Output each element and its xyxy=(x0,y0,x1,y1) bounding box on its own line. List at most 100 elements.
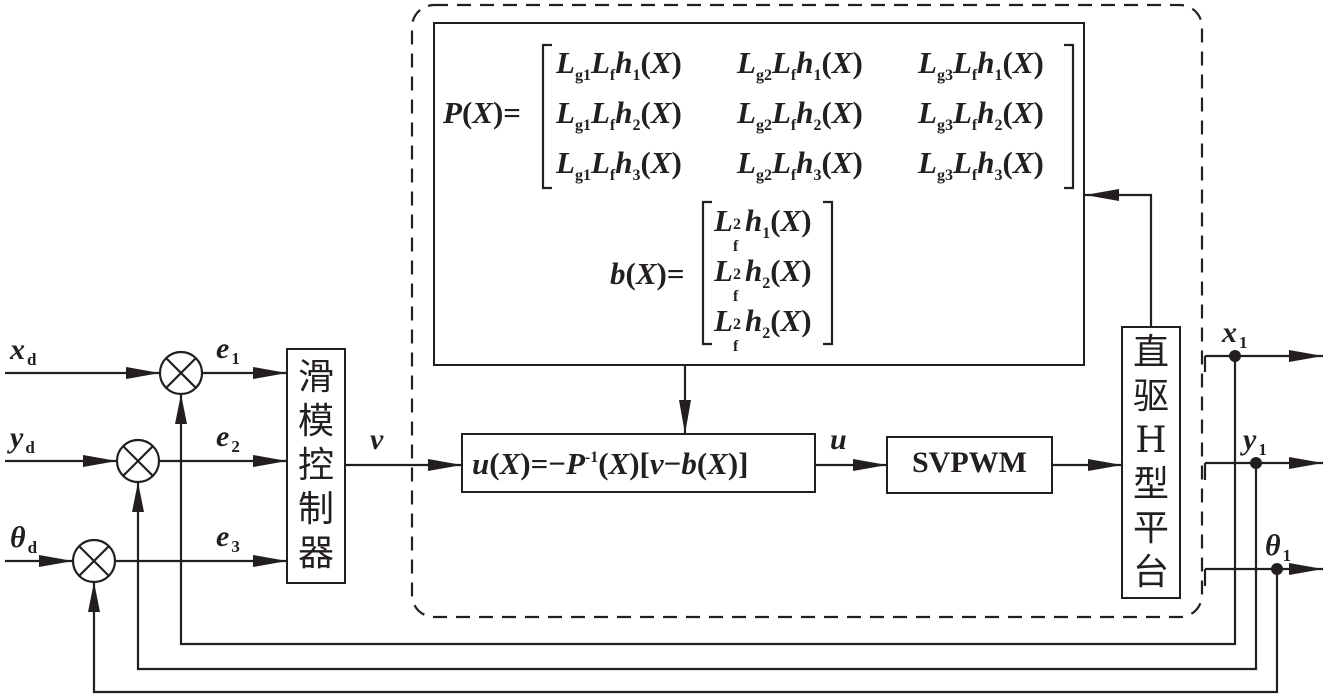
cell-f: f xyxy=(971,117,978,134)
cell-g: g3 xyxy=(936,117,953,134)
law-rb: ] xyxy=(738,446,749,481)
matrix-P-cell: Lg2Lfh1(X) xyxy=(737,45,863,84)
pickoff-y1 xyxy=(1250,457,1262,469)
law-rp: ) xyxy=(629,446,640,481)
cell-h: h xyxy=(615,45,633,80)
cell-h-index: 2 xyxy=(762,325,771,342)
e2-symbol: e xyxy=(216,420,230,453)
law-lp: ( xyxy=(489,446,500,481)
cell-h-index: 1 xyxy=(762,225,771,242)
yd-symbol: y xyxy=(10,421,24,454)
matrix-P-cell: Lg1Lfh3(X) xyxy=(556,145,682,184)
cell-f: f xyxy=(790,67,797,84)
cell-h: h xyxy=(744,253,763,288)
cell-h-index: 2 xyxy=(994,117,1003,134)
cell-L: L xyxy=(771,145,791,180)
cell-L: L xyxy=(952,145,972,180)
law-X: X xyxy=(707,446,728,481)
cell-L: L xyxy=(737,95,756,130)
decoupling-matrix-block[interactable] xyxy=(433,22,1085,366)
thetad-symbol: θ xyxy=(10,521,26,554)
xd-subscript: d xyxy=(27,350,37,369)
matrix-P-cell: Lg3Lfh1(X) xyxy=(918,45,1044,84)
cell-h: h xyxy=(796,95,814,130)
cell-arg: X xyxy=(831,45,853,80)
cell-g: g1 xyxy=(574,67,591,84)
control-law-formula: u(X)=−P-1(X)[v−b(X)] xyxy=(472,448,748,479)
cell-h: h xyxy=(977,45,995,80)
law-minus: − xyxy=(663,446,682,481)
cell-L: L xyxy=(590,45,610,80)
cell-arg: X xyxy=(780,303,802,338)
matrix-P-left-bracket xyxy=(541,43,552,190)
e2-subscript: 2 xyxy=(231,437,240,456)
feedback-x-arrowhead xyxy=(175,394,187,424)
cell-f: f xyxy=(732,238,739,255)
y1-subscript: 1 xyxy=(1258,440,1267,459)
cell-L: L xyxy=(556,95,575,130)
theta1-subscript: 1 xyxy=(1282,546,1292,565)
e3-symbol: e xyxy=(216,520,230,553)
u-label: u xyxy=(830,423,847,456)
cell-h: h xyxy=(744,303,763,338)
cell-f: f xyxy=(790,167,797,184)
cell-f: f xyxy=(732,338,739,355)
law-lp: ( xyxy=(696,446,708,481)
matrix-P-cell: Lg1Lfh1(X) xyxy=(556,45,682,84)
feedback-theta-arrowhead xyxy=(88,582,100,612)
sliding-mode-controller-label-wrap: 滑模控制器 xyxy=(286,348,346,584)
h-platform-block[interactable] xyxy=(1121,326,1181,599)
cell-h-index: 3 xyxy=(632,167,641,184)
h-platform-label: 直驱H型平台 xyxy=(1132,331,1169,593)
cell-power: 2 xyxy=(732,266,741,283)
cell-L: L xyxy=(590,145,610,180)
svpwm-block[interactable] xyxy=(886,436,1053,494)
cell-g: g2 xyxy=(755,117,772,134)
cell-arg: X xyxy=(650,45,672,80)
cell-h-index: 2 xyxy=(762,275,771,292)
cell-f: f xyxy=(732,288,739,305)
law-inverse: -1 xyxy=(584,449,599,466)
yd-subscript: d xyxy=(25,438,35,457)
dashed-group-border xyxy=(410,3,1204,619)
cell-g: g3 xyxy=(936,67,953,84)
cell-arg: X xyxy=(1012,45,1034,80)
matrix-P-lhs: P(X)= xyxy=(443,95,521,130)
feedback-x xyxy=(179,356,1237,646)
x1-subscript: 1 xyxy=(1239,333,1248,352)
cell-g: g2 xyxy=(755,167,772,184)
vector-b-eq: = xyxy=(666,256,685,291)
cell-h: h xyxy=(615,145,633,180)
control-law-block[interactable] xyxy=(461,433,816,493)
matrix-P-arg: X xyxy=(472,95,493,130)
cell-h: h xyxy=(615,95,633,130)
platform-to-matrix-line xyxy=(1085,189,1153,326)
cell-arg: X xyxy=(1012,145,1034,180)
cell-f: f xyxy=(609,167,616,184)
cell-h: h xyxy=(796,145,814,180)
cell-h: h xyxy=(744,203,763,238)
cell-h-index: 1 xyxy=(632,67,641,84)
vector-b-symbol: b xyxy=(610,256,626,291)
matrix-P-eq: = xyxy=(503,95,521,130)
cell-L: L xyxy=(952,95,972,130)
cell-arg: X xyxy=(650,145,672,180)
thetad-subscript: d xyxy=(27,538,38,557)
cell-arg: X xyxy=(780,203,802,238)
pickoff-theta1 xyxy=(1271,563,1283,575)
x1-symbol: x xyxy=(1222,316,1237,349)
cell-L: L xyxy=(771,45,791,80)
e1-symbol: e xyxy=(216,332,230,365)
sliding-mode-controller-block[interactable] xyxy=(286,348,346,584)
cell-L: L xyxy=(737,45,756,80)
feedback-y-arrowhead xyxy=(132,482,144,512)
